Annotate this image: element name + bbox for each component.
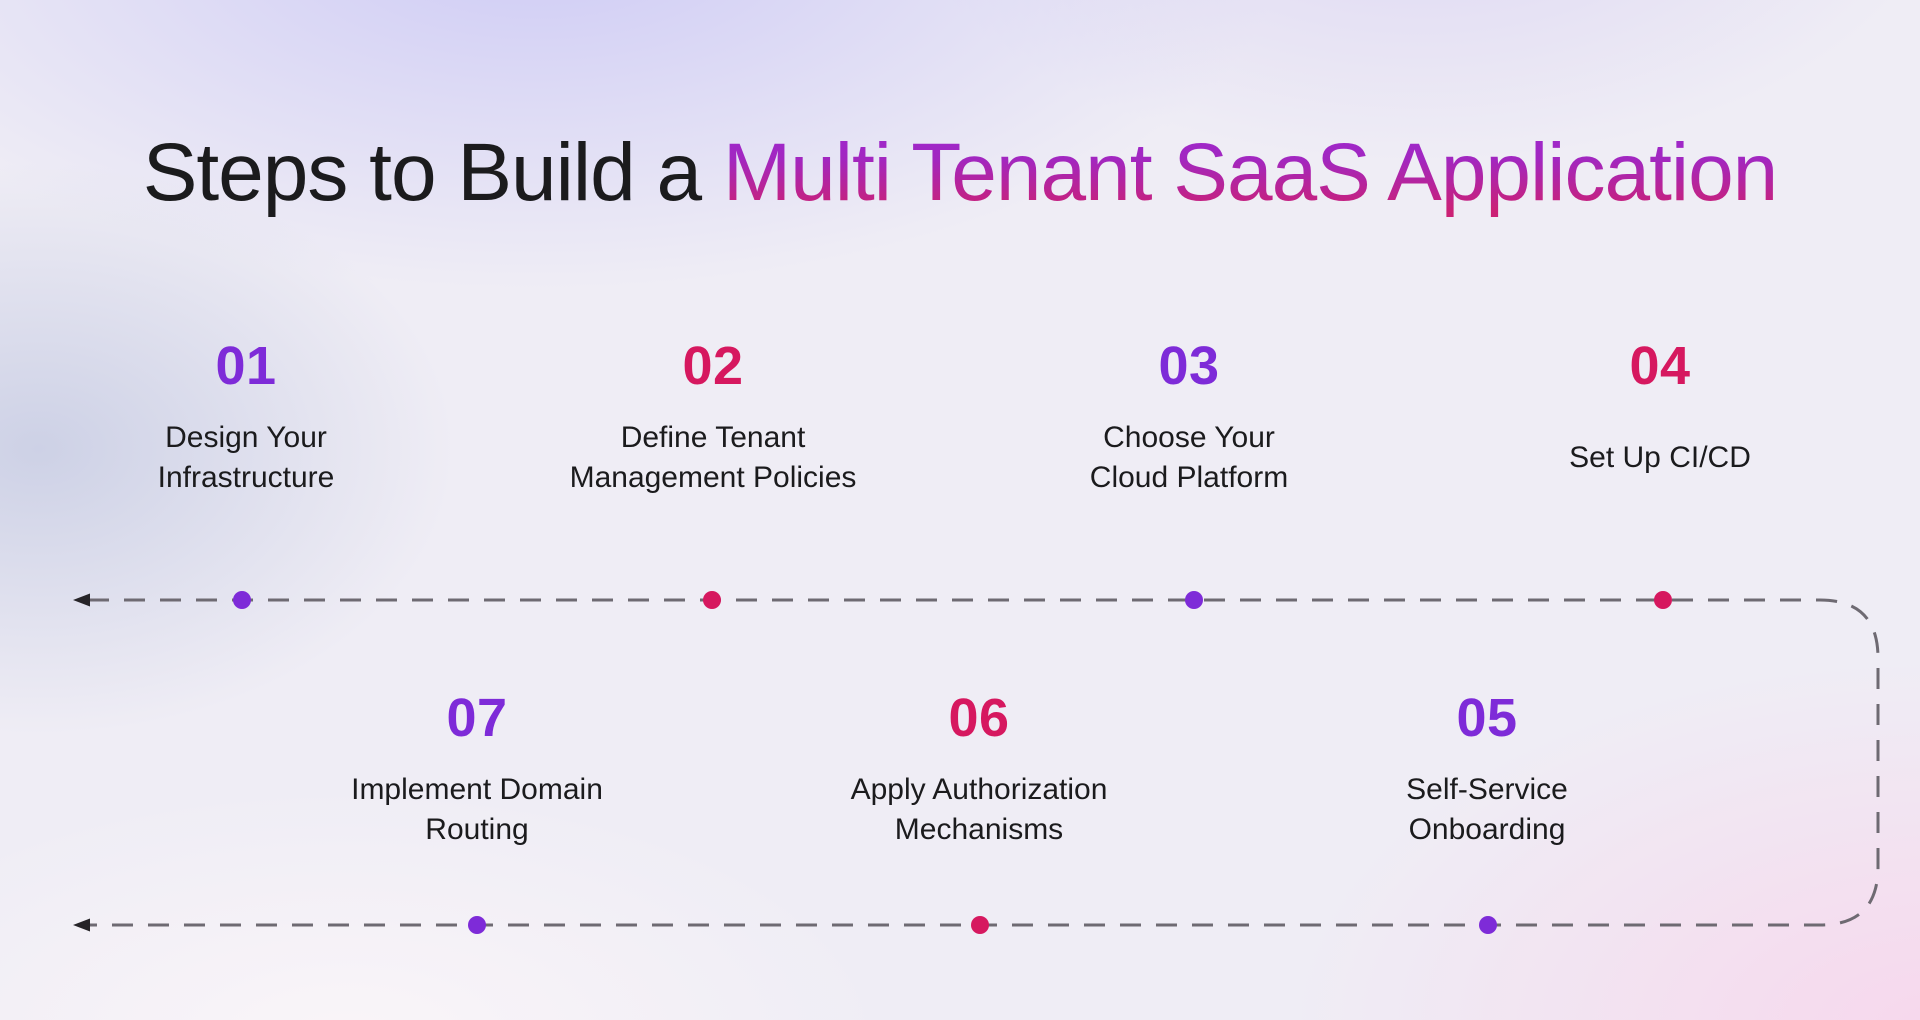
step-02: 02 Define Tenant Management Policies <box>523 338 903 498</box>
step-03: 03 Choose Your Cloud Platform <box>999 338 1379 498</box>
step-03-number: 03 <box>1158 336 1220 396</box>
step-06-label: Apply Authorization Mechanisms <box>850 773 1108 846</box>
step-01: 01 Design Your Infrastructure <box>56 338 436 498</box>
step-01-label: Design Your Infrastructure <box>157 421 335 494</box>
step-06: 06 Apply Authorization Mechanisms <box>789 690 1169 850</box>
timeline-dot-step-07 <box>468 916 486 934</box>
step-07-label: Implement Domain Routing <box>351 773 603 846</box>
timeline-arrowhead-bottom-left <box>73 918 90 932</box>
timeline-dot-step-03 <box>1185 591 1203 609</box>
step-03-label: Choose Your Cloud Platform <box>1089 421 1289 494</box>
timeline-dot-step-02 <box>703 591 721 609</box>
step-04-number: 04 <box>1629 336 1691 396</box>
step-06-number: 06 <box>948 688 1010 748</box>
timeline-dashed-path <box>88 598 1880 927</box>
page-title: Steps to Build a Multi Tenant SaaS Appli… <box>0 126 1920 220</box>
timeline-arrowhead-top-left <box>73 593 90 607</box>
timeline-dot-step-05 <box>1479 916 1497 934</box>
step-07: 07 Implement Domain Routing <box>287 690 667 850</box>
step-05-number: 05 <box>1456 688 1518 748</box>
timeline-dot-step-01 <box>233 591 251 609</box>
step-02-number: 02 <box>682 336 744 396</box>
title-plain-text: Steps to Build a <box>142 127 723 218</box>
title-highlight-text: Multi Tenant SaaS Application <box>722 127 1778 218</box>
step-07-number: 07 <box>446 688 508 748</box>
timeline-dot-step-06 <box>971 916 989 934</box>
step-04: 04 Set Up CI/CD <box>1470 338 1850 478</box>
step-05: 05 Self-Service Onboarding <box>1297 690 1677 850</box>
step-04-label: Set Up CI/CD <box>1569 441 1751 474</box>
step-05-label: Self-Service Onboarding <box>1406 773 1568 846</box>
step-01-number: 01 <box>215 336 277 396</box>
timeline-dot-step-04 <box>1654 591 1672 609</box>
step-02-label: Define Tenant Management Policies <box>569 421 857 494</box>
